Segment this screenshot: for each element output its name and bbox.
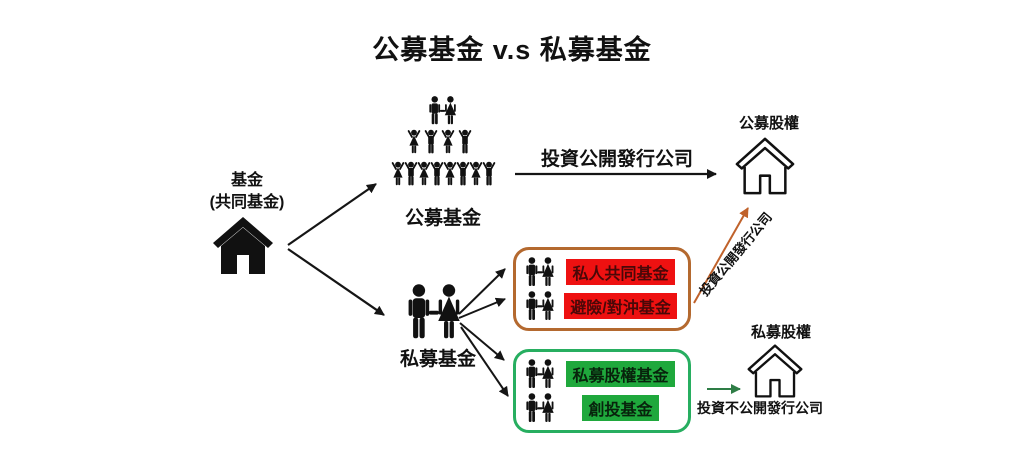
person-couple-icon <box>429 96 456 124</box>
source-fund-label: 基金 (共同基金) <box>190 170 304 213</box>
highlight-label-hedge: 避險/對沖基金 <box>564 292 677 319</box>
arrow-private-to-hedge-row2 <box>458 297 506 319</box>
hedge-fund-box: 私人共同基金 避險/對沖基金 <box>513 247 691 331</box>
public-fund-label: 公募基金 <box>404 208 481 229</box>
public-equity-house-icon <box>734 134 796 198</box>
private-fund-label: 私募基金 <box>399 349 476 370</box>
private-equity-house-icon <box>746 341 804 401</box>
arrow-fund-to-private <box>287 248 385 316</box>
fund-house-icon <box>210 216 276 276</box>
crowd-icon <box>390 96 496 194</box>
couple-icon <box>406 284 464 340</box>
highlight-label-private-mutual: 私人共同基金 <box>566 259 675 286</box>
invest-public-rotated-label: 投資公開發行公司 <box>696 209 775 299</box>
hedge-box-row2: 避險/對沖基金 <box>525 291 679 321</box>
diagram-title: 公募基金 v.s 私募基金 <box>372 35 652 65</box>
hedge-box-row1: 私人共同基金 <box>525 257 679 287</box>
couple-icon <box>525 359 556 389</box>
highlight-label-vc-fund: 創投基金 <box>582 394 659 421</box>
couple-icon <box>525 393 556 423</box>
private-equity-box: 私募股權基金 創投基金 <box>513 349 691 433</box>
invest-private-label: 投資不公開發行公司 <box>697 400 823 416</box>
highlight-label-pe-fund: 私募股權基金 <box>566 361 675 388</box>
couple-icon <box>525 291 556 321</box>
source-fund-name: 基金 <box>230 172 263 189</box>
pe-box-row1: 私募股權基金 <box>525 359 679 389</box>
private-equity-label: 私募股權 <box>750 324 811 341</box>
arrow-private-to-hedge-row1 <box>458 268 506 315</box>
invest-public-arrow-label: 投資公開發行公司 <box>540 149 693 170</box>
public-equity-label: 公募股權 <box>738 115 799 132</box>
source-fund-subname: (共同基金) <box>209 193 285 211</box>
pe-box-row2: 創投基金 <box>525 393 679 423</box>
couple-icon <box>525 257 556 287</box>
